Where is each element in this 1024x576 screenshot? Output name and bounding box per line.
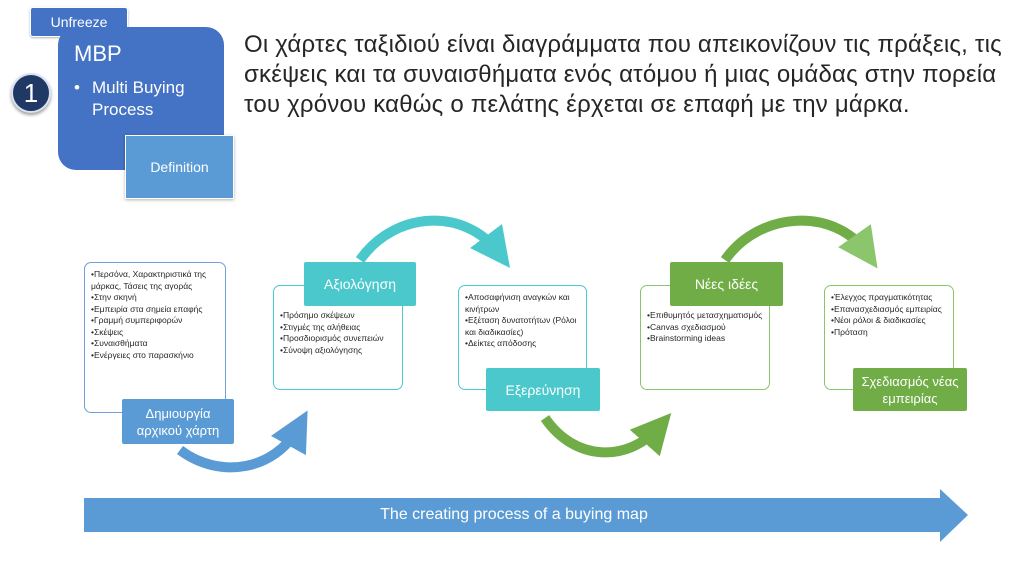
card-item: •Στιγμές της αλήθειας [280, 321, 361, 332]
mbp-bullet: • Multi Buying Process [74, 77, 208, 121]
card-item: •Έλεγχος πραγματικότητας [831, 292, 933, 302]
card-item: •Εμπειρία στα σημεία επαφής [91, 303, 203, 314]
process-arrow-label: The creating process of a buying map [380, 506, 648, 523]
mbp-title: MBP [74, 41, 122, 66]
card-item: •Νέοι ρόλοι & διαδικασίες [831, 315, 926, 325]
bullet-dot-icon: • [74, 78, 80, 97]
step-card-1: •Περσόνα, Χαρακτηριστικά της μάρκας, Τάσ… [84, 262, 226, 413]
definition-button[interactable]: Definition [125, 135, 234, 199]
process-arrow [84, 489, 968, 542]
curved-arrow-2 [355, 215, 511, 268]
mbp-bullet-text: Multi Buying Process [92, 78, 185, 119]
step-card-4: •Επιθυμητός μετασχηματισμός •Canvas σχεδ… [640, 285, 770, 390]
card-item: •Εξέταση δυνατοτήτων (Ρόλοι και διαδικασ… [465, 315, 577, 337]
step-label-new-ideas: Νέες ιδέες [670, 262, 783, 306]
card-item: •Σύνοψη αξιολόγησης [280, 344, 363, 355]
step-label-new-experience: Σχεδιασμός νέας εμπειρίας [853, 368, 967, 411]
card-item: •Ενέργειες στο παρασκήνιο [91, 349, 194, 360]
card-item: •Αποσαφήνιση αναγκών και κινήτρων [465, 292, 570, 314]
card-item: •Brainstorming ideas [647, 333, 726, 343]
step-label-exploration: Εξερεύνηση [486, 368, 600, 411]
card-item: •Δείκτες απόδοσης [465, 338, 537, 348]
step-label-evaluation: Αξιολόγηση [304, 262, 416, 306]
card-item: •Σκέψεις [91, 326, 124, 337]
card-item: •Πρόσημο σκέψεων [280, 310, 355, 320]
card-item: •Επιθυμητός μετασχηματισμός [647, 310, 763, 320]
curved-arrow-3 [540, 413, 672, 458]
card-item: •Canvas σχεδιασμού [647, 321, 726, 332]
curved-arrow-1 [177, 410, 308, 473]
card-item: •Συναισθήματα [91, 338, 148, 348]
step-label-create-map: Δημιουργία αρχικού χάρτη [122, 399, 234, 444]
card-item: •Προσδιορισμός συνεπειών [280, 333, 384, 343]
intro-text: Οι χάρτες ταξιδιού είναι διαγράμματα που… [244, 31, 1002, 118]
curved-arrow-4 [720, 215, 878, 269]
card-item: •Επανασχεδιασμός εμπειρίας [831, 303, 942, 314]
step-number-badge: 1 [11, 73, 51, 113]
card-item: •Πρόταση [831, 326, 868, 337]
card-item: •Γραμμή συμπεριφορών [91, 315, 183, 325]
card-item: •Περσόνα, Χαρακτηριστικά της μάρκας, Τάσ… [91, 269, 207, 291]
card-item: •Στην σκηνή [91, 292, 137, 302]
